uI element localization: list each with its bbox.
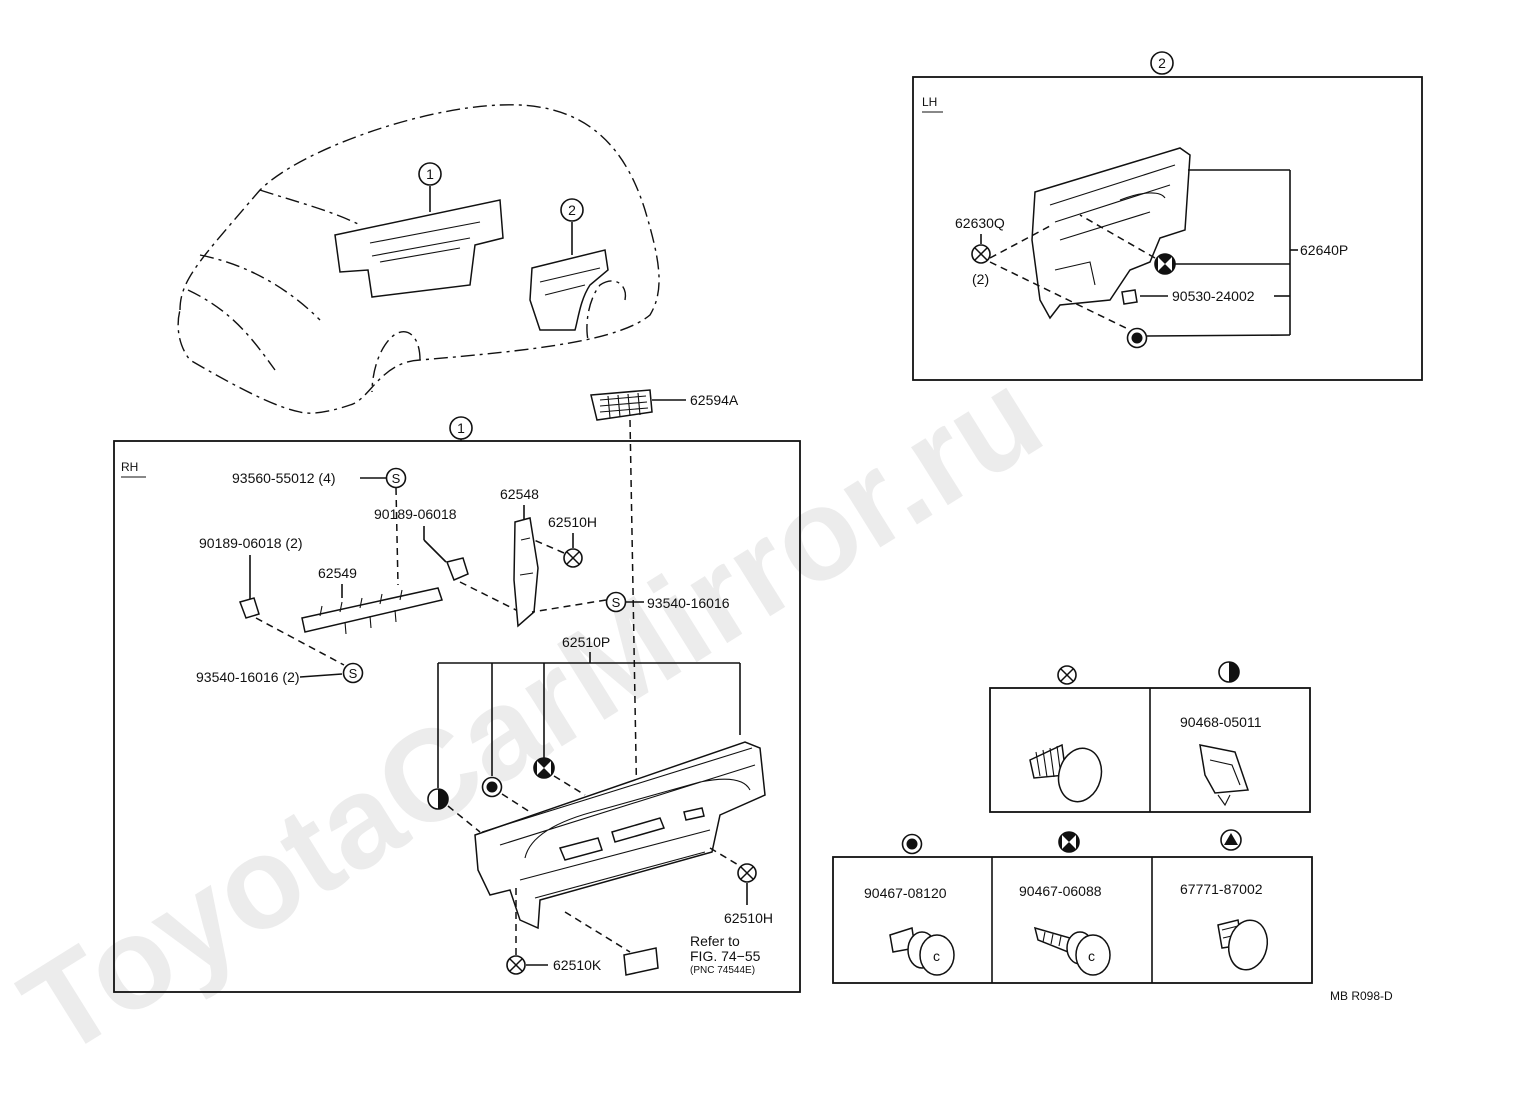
legend-c-mark-1: c bbox=[933, 948, 940, 964]
cross-fastener-icon bbox=[563, 548, 583, 568]
vehicle-overview: 1 2 bbox=[177, 104, 660, 414]
label-90530-24002: 90530-24002 bbox=[1172, 288, 1255, 304]
half-fastener-icon bbox=[427, 788, 449, 810]
legend-90468-05011: 90468-05011 bbox=[1180, 714, 1262, 730]
label-93540-16016: 93540-16016 bbox=[647, 595, 730, 611]
dot-fastener-icon bbox=[481, 776, 503, 798]
vent-62594A: 62594A bbox=[590, 389, 739, 816]
watermark: ToyotaCarMirror.ru bbox=[0, 341, 1065, 1084]
section-rh: 1 RH 62594A 93560-55012 (4) 90189-06018 … bbox=[113, 389, 801, 993]
drawing-code: MB R098-D bbox=[1330, 989, 1393, 1003]
label-62640P: 62640P bbox=[1300, 242, 1348, 258]
label-62510H-bottom: 62510H bbox=[724, 910, 773, 926]
legend-bottom-frame bbox=[832, 856, 1313, 984]
legend-cross-icon bbox=[1057, 665, 1077, 685]
legend-clip-67771-87002 bbox=[1217, 919, 1269, 971]
lh-dot-fastener-icon bbox=[1126, 327, 1148, 349]
legend-half-icon bbox=[1218, 661, 1240, 683]
legend-c-mark-2: c bbox=[1088, 948, 1095, 964]
label-62510P: 62510P bbox=[562, 634, 610, 650]
cross-fastener-62510K-icon bbox=[506, 955, 526, 975]
lh-bowtie-fastener-icon bbox=[1154, 253, 1176, 275]
bracket-62549 bbox=[301, 587, 443, 633]
label-62510H-top: 62510H bbox=[548, 514, 597, 530]
legend-bowtie-icon bbox=[1058, 831, 1080, 853]
legend-clip-90467-08120: c bbox=[889, 927, 955, 976]
referenced-cover bbox=[623, 947, 659, 976]
legend-clip-90467-06088: c bbox=[1033, 926, 1111, 976]
section-rh-side-label: RH bbox=[121, 460, 138, 474]
screw-s-single-icon bbox=[605, 591, 627, 613]
label-93560-55012: 93560-55012 (4) bbox=[232, 470, 336, 486]
section-rh-frame bbox=[113, 440, 801, 993]
section-lh-side-label: LH bbox=[922, 95, 937, 109]
bracket-62548 bbox=[513, 517, 539, 628]
label-62594A: 62594A bbox=[690, 392, 739, 408]
clip-90530-icon bbox=[1121, 289, 1138, 305]
clip-90189-icon bbox=[445, 557, 469, 581]
screw-s-icon bbox=[385, 467, 407, 489]
legend-clip-cross bbox=[1029, 743, 1103, 803]
legend-67771-87002: 67771-87002 bbox=[1180, 881, 1263, 897]
ref-note-line2: FIG. 74−55 bbox=[690, 948, 761, 964]
legend-triangle-icon bbox=[1220, 829, 1242, 851]
clip-90189-pair-icon bbox=[239, 597, 260, 619]
section-lh-callout: 2 bbox=[1158, 55, 1166, 71]
legend-clip-90468 bbox=[1199, 744, 1250, 807]
legend-dot-icon bbox=[901, 833, 923, 855]
label-62548: 62548 bbox=[500, 486, 539, 502]
section-lh-frame bbox=[912, 76, 1423, 381]
ref-note-line3: (PNC 74544E) bbox=[690, 965, 755, 976]
cross-fastener-bottom-icon bbox=[737, 863, 757, 883]
label-90189-06018-qty: 90189-06018 (2) bbox=[199, 535, 303, 551]
label-93540-16016-qty: 93540-16016 (2) bbox=[196, 669, 300, 685]
fastener-legend: 90468-05011 90467-08120 c 90467-06088 c … bbox=[832, 661, 1313, 984]
bowtie-fastener-icon bbox=[533, 757, 555, 779]
legend-90467-08120: 90467-08120 bbox=[864, 885, 947, 901]
legend-90467-06088: 90467-06088 bbox=[1019, 883, 1102, 899]
label-62630Q-qty: (2) bbox=[972, 271, 989, 287]
label-62510K: 62510K bbox=[553, 957, 602, 973]
screw-s-pair-icon bbox=[342, 662, 364, 684]
lh-cross-fastener-icon bbox=[971, 244, 991, 264]
section-lh: 2 LH 62630Q (2) 62640P 90530-24002 bbox=[912, 51, 1423, 381]
label-62630Q: 62630Q bbox=[955, 215, 1005, 231]
section-rh-callout: 1 bbox=[457, 420, 465, 436]
label-62549: 62549 bbox=[318, 565, 357, 581]
ref-note-line1: Refer to bbox=[690, 933, 740, 949]
label-90189-06018: 90189-06018 bbox=[374, 506, 457, 522]
callout-2-text: 2 bbox=[568, 202, 576, 218]
callout-1-text: 1 bbox=[426, 166, 434, 182]
